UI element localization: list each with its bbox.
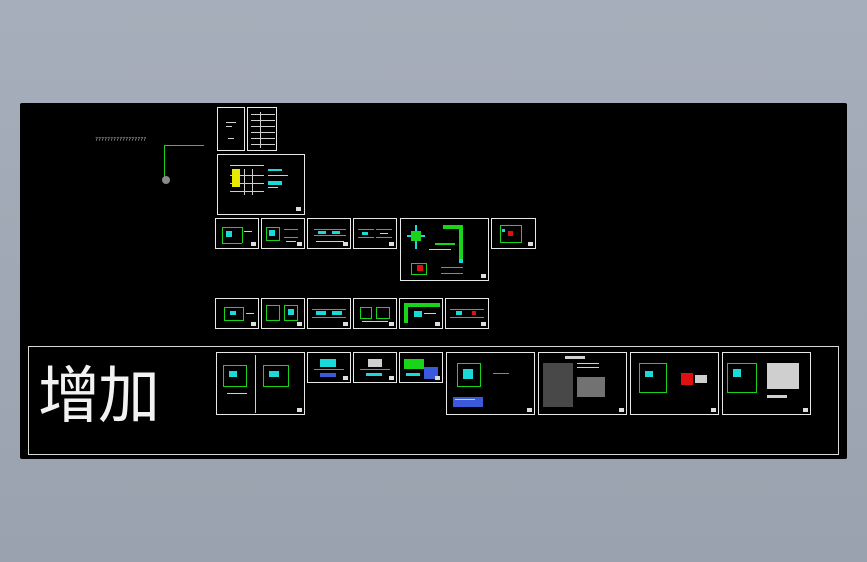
plan-sheet-1[interactable] (215, 218, 259, 249)
added-section-sheet-3[interactable] (399, 352, 443, 383)
leader-note-text: ????????????????? (95, 137, 147, 143)
elevation-sheet-5[interactable] (399, 298, 443, 329)
added-sheets-frame[interactable] (28, 346, 839, 455)
cover-sheet[interactable] (217, 107, 245, 151)
plan-sheet-3[interactable] (307, 218, 351, 249)
added-section-sheet-1[interactable] (307, 352, 351, 383)
added-plan-sheet-2[interactable] (446, 352, 535, 415)
plan-sheet-4[interactable] (353, 218, 397, 249)
index-sheet[interactable] (247, 107, 277, 151)
added-label: 增加 (38, 359, 160, 432)
added-plan-sheet-4[interactable] (722, 352, 811, 415)
elevation-sheet-2[interactable] (261, 298, 305, 329)
plan-sheet-5[interactable] (491, 218, 536, 249)
added-notes-sheet[interactable] (538, 352, 627, 415)
leader-end-marker (162, 176, 170, 184)
plan-sheet-2[interactable] (261, 218, 305, 249)
detail-sheet-large[interactable] (400, 218, 489, 281)
elevation-sheet-6[interactable] (445, 298, 489, 329)
added-plan-sheet-3[interactable] (630, 352, 719, 415)
added-section-sheet-2[interactable] (353, 352, 397, 383)
leader-line-horizontal (164, 145, 204, 146)
design-notes-sheet[interactable] (217, 154, 305, 215)
elevation-sheet-3[interactable] (307, 298, 351, 329)
leader-line-vertical (164, 145, 165, 179)
elevation-sheet-4[interactable] (353, 298, 397, 329)
added-plan-sheet-1[interactable] (216, 352, 305, 415)
cad-model-space[interactable]: ????????????????? (20, 103, 847, 459)
elevation-sheet-1[interactable] (215, 298, 259, 329)
